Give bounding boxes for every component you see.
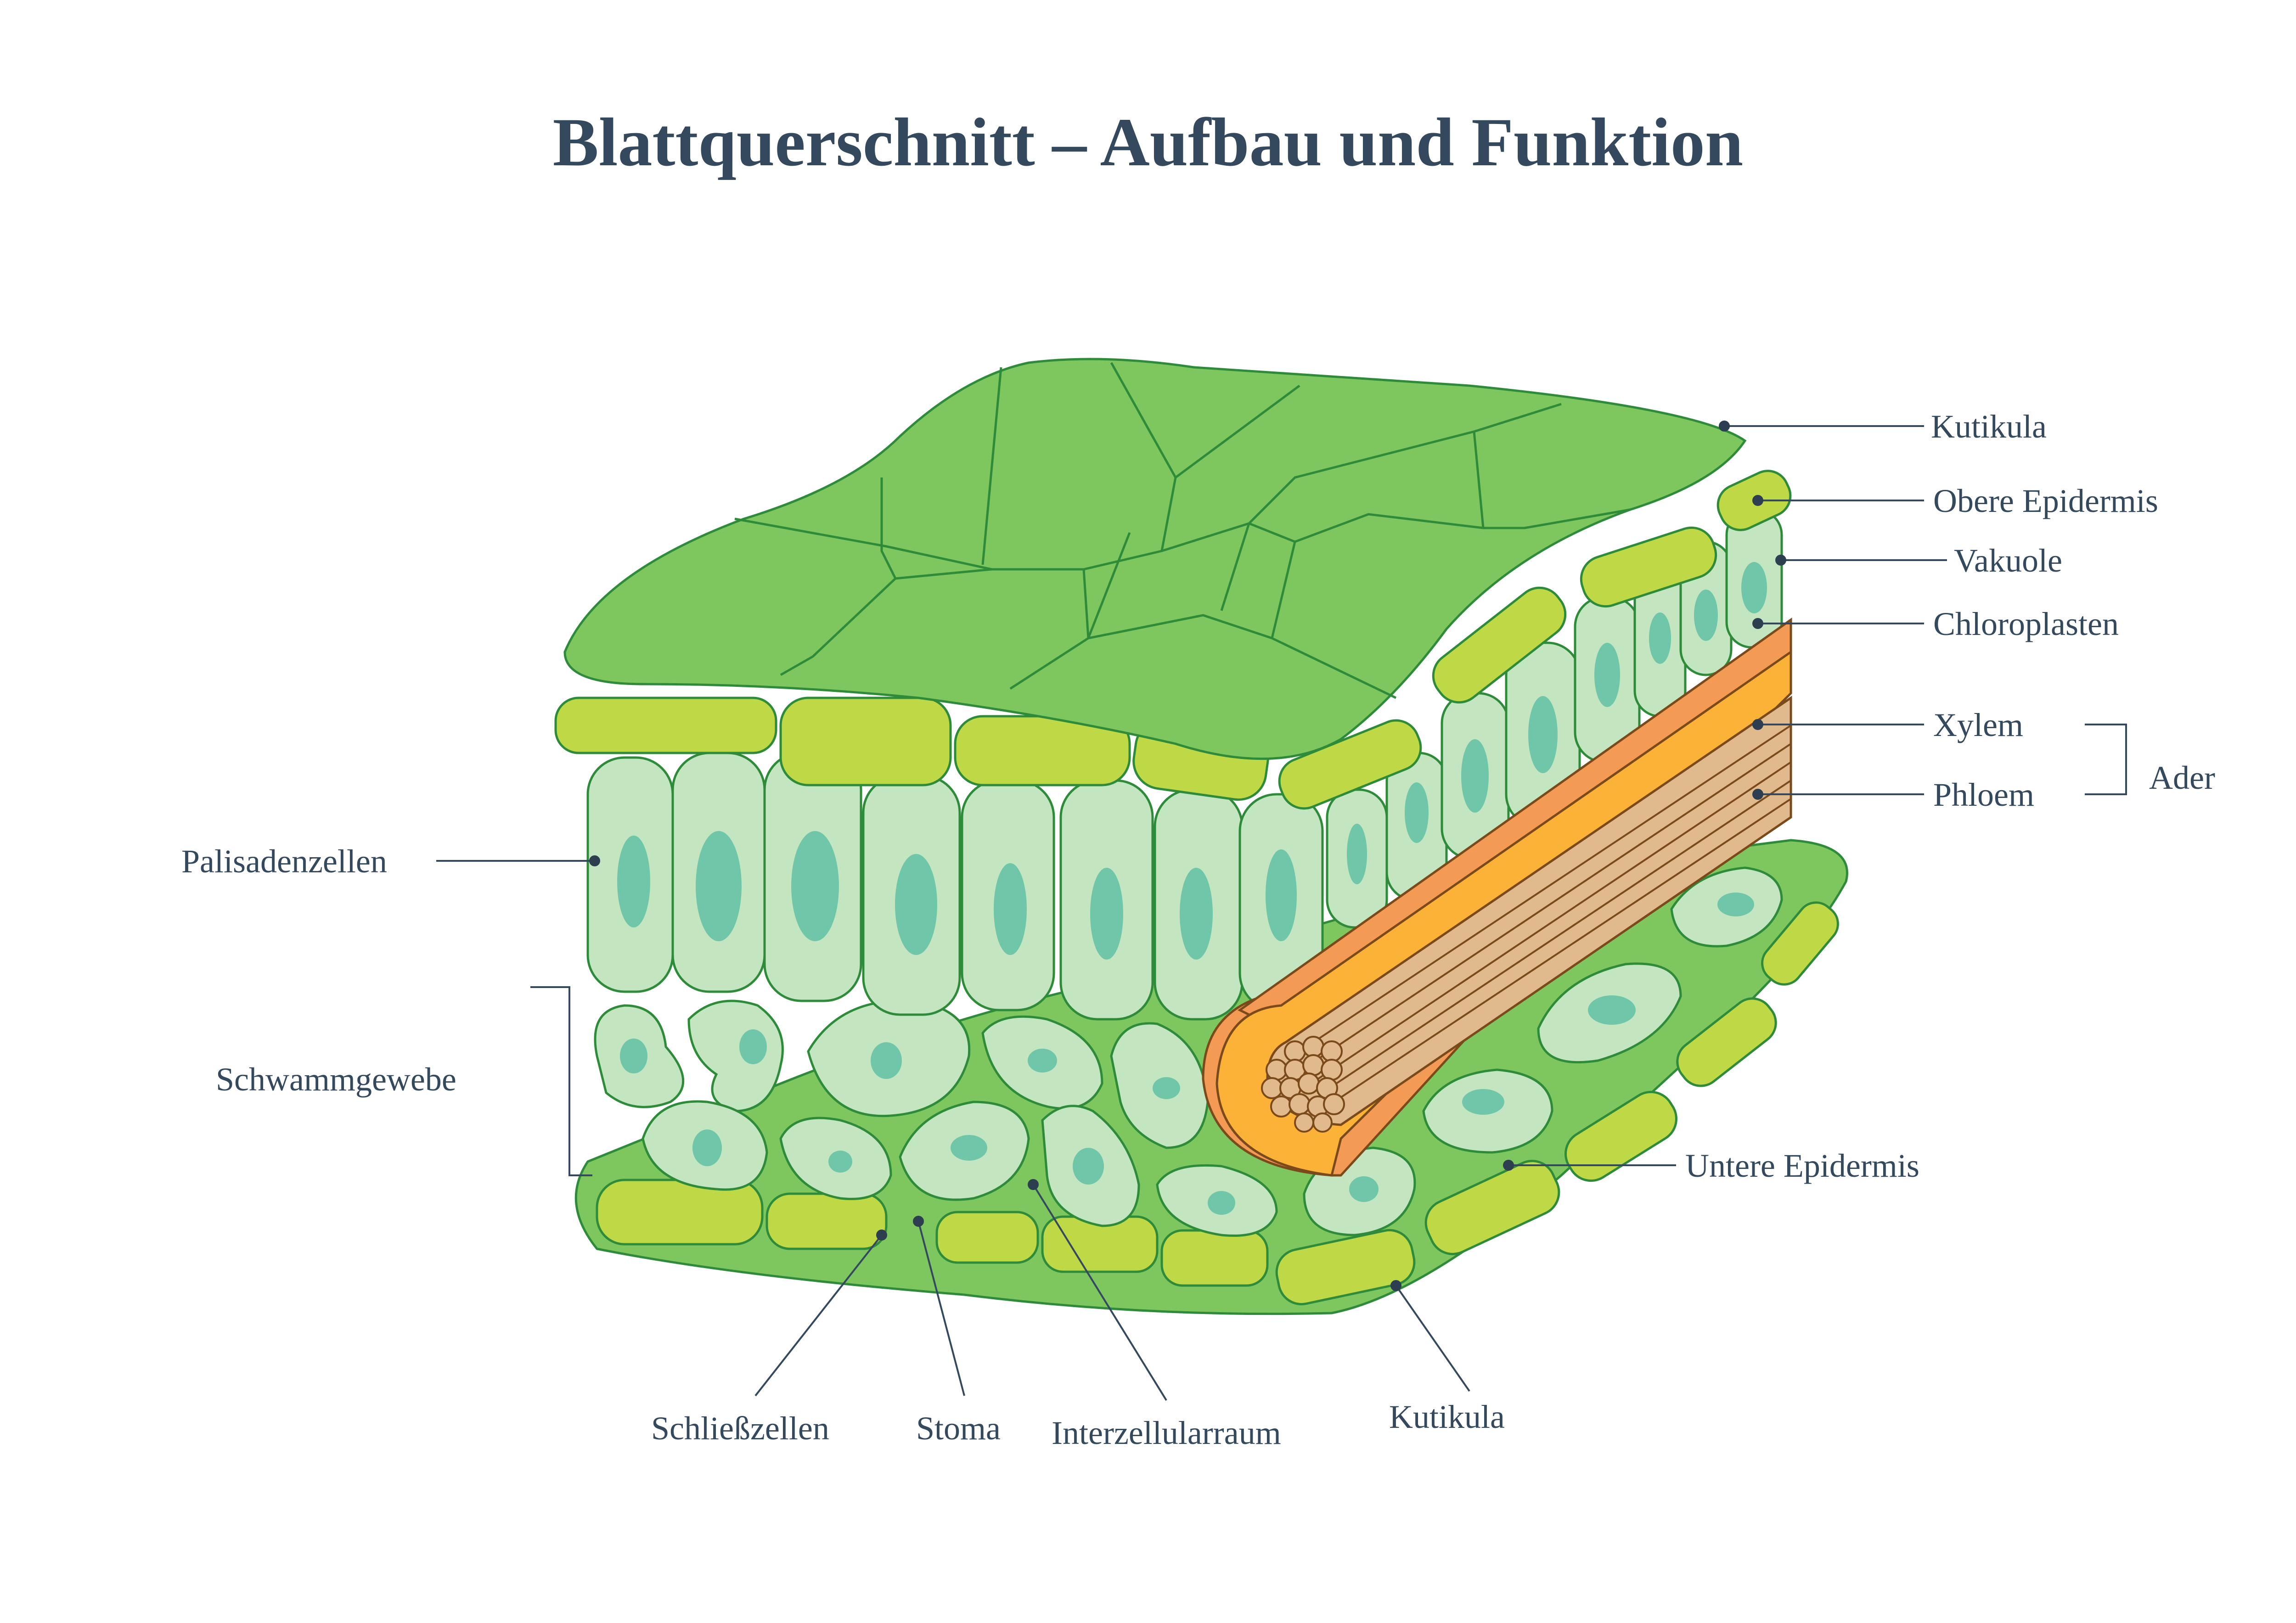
label-untere-epidermis: Untere Epidermis	[1685, 1147, 1919, 1184]
palisade-vacuoles	[617, 562, 1767, 960]
vein-cross-section-tubes	[1261, 1036, 1345, 1133]
upper-cuticle-cell-outlines	[734, 362, 1631, 699]
label-phloem: Phloem	[1933, 776, 2034, 813]
lower-epidermis-cells	[596, 901, 1839, 1306]
leader-lines	[436, 421, 2127, 1401]
label-stoma: Stoma	[916, 1410, 1001, 1447]
vein-bundle	[1202, 618, 1792, 1177]
diagram-title: Blattquerschnitt – Aufbau und Funktion	[553, 104, 1743, 180]
label-kutikula-top: Kutikula	[1931, 408, 2047, 445]
label-interzellularraum: Interzellularraum	[1052, 1415, 1281, 1451]
label-xylem: Xylem	[1933, 707, 2023, 743]
label-vakuole: Vakuole	[1954, 542, 2062, 579]
label-ader: Ader	[2149, 759, 2215, 796]
label-kutikula-bottom: Kutikula	[1389, 1398, 1505, 1435]
spongy-cell-nuclei	[620, 893, 1754, 1215]
label-schliesszellen: Schließzellen	[651, 1410, 829, 1447]
label-palisadenzellen: Palisadenzellen	[181, 843, 387, 880]
label-obere-epidermis: Obere Epidermis	[1933, 483, 2158, 519]
label-chloroplasten: Chloroplasten	[1933, 606, 2119, 642]
label-schwammgewebe: Schwammgewebe	[216, 1061, 456, 1098]
